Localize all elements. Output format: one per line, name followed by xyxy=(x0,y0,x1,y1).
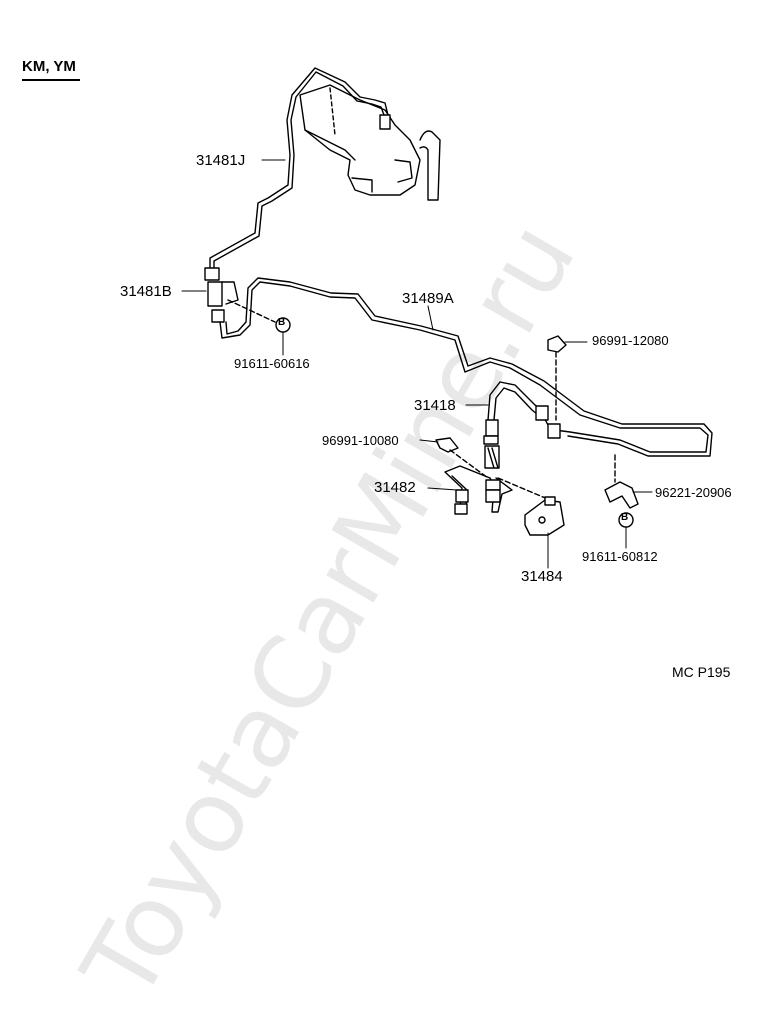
union-31481B xyxy=(204,267,276,323)
diagram-code: MC P195 xyxy=(672,664,731,680)
label-96221-20906: 96221-20906 xyxy=(655,485,732,500)
label-31418: 31418 xyxy=(414,397,456,414)
clip-96991-10080 xyxy=(435,437,489,479)
bolt-b-right-label: B xyxy=(621,512,629,523)
label-91611-60616: 91611-60616 xyxy=(234,356,310,371)
model-title: KM, YM xyxy=(22,58,76,75)
label-96991-12080: 96991-12080 xyxy=(592,333,669,348)
label-96991-10080: 96991-10080 xyxy=(322,433,399,448)
hose-31418 xyxy=(483,381,561,469)
clip-96991-12080 xyxy=(547,335,567,421)
label-31481B: 31481B xyxy=(120,283,172,300)
label-31481J: 31481J xyxy=(196,152,246,169)
leader-lines xyxy=(181,159,653,569)
pipe-31481J xyxy=(209,67,391,276)
bracket-31484 xyxy=(524,496,565,536)
label-31489A: 31489A xyxy=(402,290,454,307)
label-31482: 31482 xyxy=(374,479,416,496)
title-underline xyxy=(22,79,80,81)
clamp-96221-20906 xyxy=(604,454,639,509)
bolt-b-left-label: B xyxy=(278,317,286,328)
master-cylinder xyxy=(299,84,441,201)
label-91611-60812: 91611-60812 xyxy=(582,549,658,564)
pipe-31482 xyxy=(444,465,551,515)
pipe-31489A xyxy=(219,277,713,457)
label-31484: 31484 xyxy=(521,568,563,585)
